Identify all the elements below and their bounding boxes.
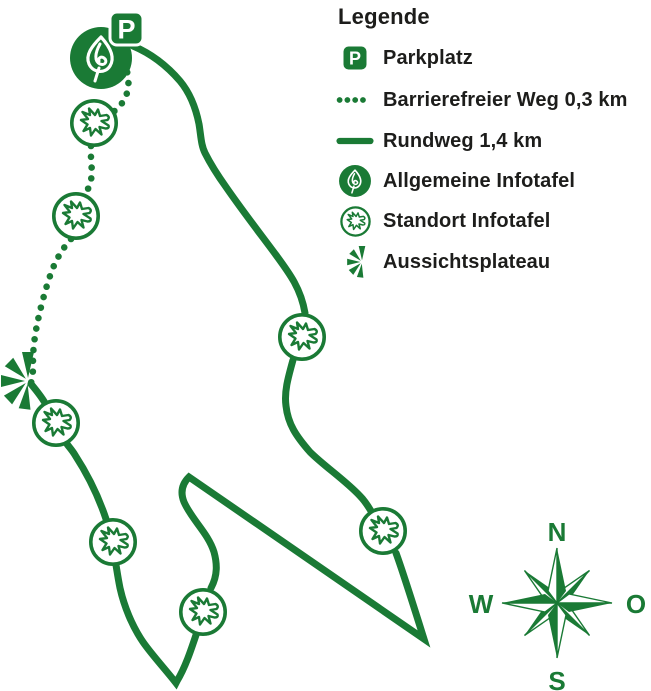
dotted-line-icon [336,95,374,105]
legend-item-label: Barrierefreier Weg 0,3 km [383,88,628,111]
legend-item-aussichtsplateau: Aussichtsplateau [336,242,649,282]
legend-item-barrierefreier-weg: Barrierefreier Weg 0,3 km [336,80,649,120]
site-info-marker-2 [51,192,100,240]
rundweg-trail [27,42,431,690]
compass-label-west: W [469,589,494,619]
legend-item-label: Rundweg 1,4 km [383,129,543,152]
legend-item-allgemeine-infotafel: Allgemeine Infotafel [336,161,649,201]
compass-label-south: S [548,666,565,691]
legend-item-standort-infotafel: Standort Infotafel [336,201,649,241]
legend-item-rundweg: Rundweg 1,4 km [336,121,649,161]
rundweg-segment-to-viewpoint [27,380,49,407]
rundweg-segment-zigzag [178,472,431,648]
site-info-marker-6 [89,517,137,567]
compass-rose: N O S W [469,517,646,691]
legend-item-label: Standort Infotafel [383,209,551,232]
barrier-free-segment-3 [27,235,75,387]
parking-sign-marker: P [108,10,145,47]
rundweg-segment-west [63,440,110,523]
rundweg-segment-start-east [129,42,309,317]
site-info-marker-7 [179,587,227,637]
viewpoint-star-icon [336,244,374,280]
compass-label-east: O [626,589,646,619]
legend-title: Legende [338,4,430,29]
solid-line-icon [336,136,374,146]
svg-text:P: P [349,49,361,69]
rundweg-segment-south-west [112,561,200,690]
site-info-marker-3 [277,312,327,362]
site-info-marker-1 [70,99,118,147]
parking-sign-icon: P [336,46,374,70]
legend-item-label: Parkplatz [383,46,473,69]
barrier-free-segment-2 [79,142,96,199]
compass-label-north: N [548,517,567,547]
parking-sign-letter: P [117,15,135,45]
rundweg-segment-east-south [282,356,375,515]
legend-item-label: Allgemeine Infotafel [383,169,576,192]
general-info-icon [336,164,374,198]
site-info-icon [336,205,374,238]
legend-item-parkplatz: P Parkplatz [336,38,649,78]
site-info-marker-4 [358,506,408,556]
legend-item-label: Aussichtsplateau [383,250,551,273]
site-info-marker-5 [31,398,80,448]
legend-panel: Legende P Parkplatz Barrierefreier Weg 0… [336,0,649,300]
